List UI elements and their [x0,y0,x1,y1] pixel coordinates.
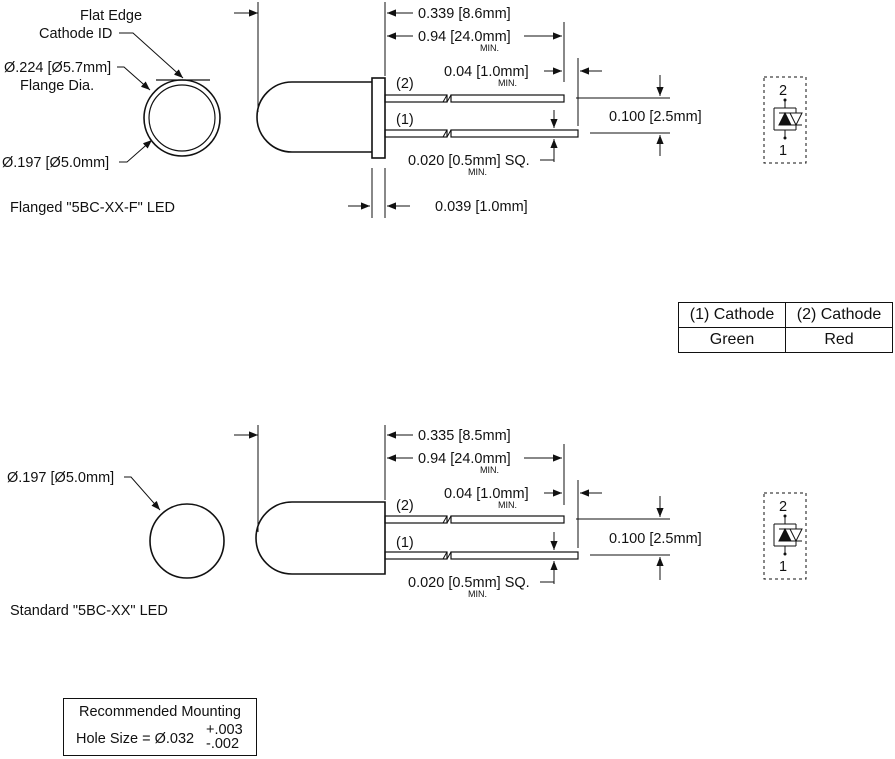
flat-edge-leader [119,32,184,79]
lead-2-b [450,94,565,103]
dim-flange-thickness: 0.039 [1.0mm] [435,199,528,215]
std-lead-1-label: (1) [396,535,414,551]
symbol-pin-1: 1 [779,143,787,159]
diode-red-icon [778,111,792,126]
mounting-line-1: Recommended Mounting [78,704,241,720]
lead-1-label: (1) [396,112,414,128]
std-dim-lead-length: 0.94 [24.0mm] [418,451,511,467]
std-body-dia-leader [124,476,161,511]
std-dim-lead-length-min: MIN. [480,465,499,475]
dim-lead-length: 0.94 [24.0mm] [418,29,511,45]
dim-lead-square-min: MIN. [468,167,487,177]
flange-circle [143,79,221,157]
flange-rim [371,77,386,159]
schematic-symbol-flanged: 2 1 [763,76,807,164]
cathode-id-label: Cathode ID [39,26,112,42]
lead-1-a [384,129,448,138]
diode-green-icon [789,112,803,127]
mounting-line-2: Hole Size = Ø.032 [76,731,195,747]
std-lead-2-label: (2) [396,498,414,514]
standard-caption: Standard "5BC-XX" LED [10,603,168,619]
std-dim-pitch: 0.100 [2.5mm] [609,531,702,547]
dim-lead-length-min: MIN. [480,43,499,53]
led-body-side [256,81,372,153]
std-dim-overall: 0.335 [8.5mm] [418,428,511,444]
body-dia-leader [119,139,153,163]
cathode-value-1: Green [678,327,786,353]
tolerance-plus: +.003 [206,722,243,738]
lead-2-a [384,94,448,103]
std-dim-short-lead-min: MIN. [498,500,517,510]
dim-short-lead: 0.04 [1.0mm] [444,64,529,80]
std-dim-lead-square: 0.020 [0.5mm] SQ. [408,575,530,591]
std-symbol-pin-1: 1 [779,559,787,575]
symbol-pin-2: 2 [779,83,787,99]
cathode-header-1: (1) Cathode [678,302,786,328]
standard-side-view [255,501,579,575]
std-led-body-side [255,501,386,575]
mounting-note: Recommended Mounting Hole Size = Ø.032 +… [63,698,257,756]
flanged-caption: Flanged "5BC-XX-F" LED [10,200,175,216]
cathode-table: (1) Cathode (2) Cathode Green Red [678,302,893,353]
dim-pitch: 0.100 [2.5mm] [609,109,702,125]
dim-overall: 0.339 [8.6mm] [418,6,511,22]
std-lead-1-b [450,551,579,560]
body-dia-label: Ø.197 [Ø5.0mm] [2,155,109,171]
schematic-symbol-standard: 2 1 [763,492,807,580]
flanged-side-view [256,77,579,159]
body-circle [148,84,216,152]
std-lead-1-a [384,551,448,560]
std-lead-2-a [384,515,448,524]
dim-lead-square: 0.020 [0.5mm] SQ. [408,153,530,169]
flanged-front-view [143,79,221,157]
cathode-header-2: (2) Cathode [785,302,893,328]
lead-1-b [450,129,579,138]
cathode-value-2: Red [785,327,893,353]
flange-dia-sub: Flange Dia. [20,78,94,94]
std-dim-short-lead: 0.04 [1.0mm] [444,486,529,502]
flange-dia-label: Ø.224 [Ø5.7mm] [4,60,111,76]
std-diode-red-icon [778,527,792,542]
flange-dia-leader [117,66,151,91]
std-symbol-pin-2: 2 [779,499,787,515]
std-body-dia-label: Ø.197 [Ø5.0mm] [7,470,114,486]
lead-2-label: (2) [396,76,414,92]
dim-short-lead-min: MIN. [498,78,517,88]
std-diode-green-icon [789,528,803,543]
mounting-tolerance: +.003 -.002 [206,722,243,752]
flat-edge-label: Flat Edge [80,8,142,24]
std-dim-lead-square-min: MIN. [468,589,487,599]
standard-front-circle [149,503,225,579]
tolerance-minus: -.002 [206,736,240,752]
std-lead-2-b [450,515,565,524]
